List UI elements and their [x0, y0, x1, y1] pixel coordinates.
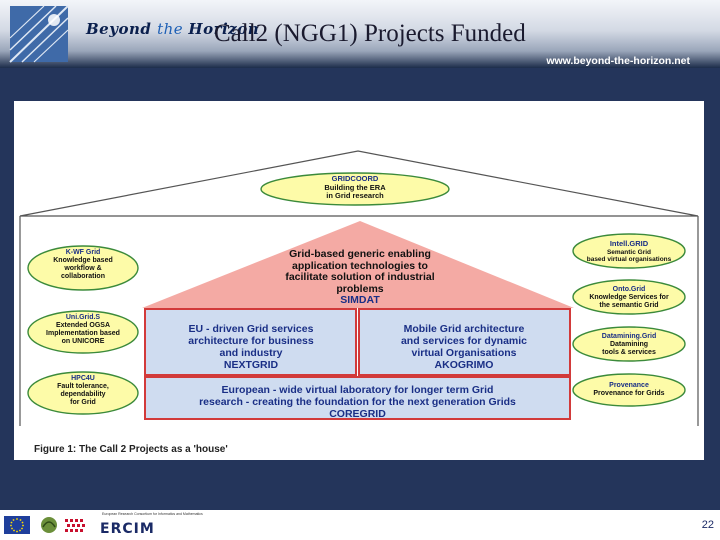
- kwf-grid-name: K-WF Grid: [65, 249, 101, 256]
- akogrimo-name: AKOGRIMO: [434, 359, 494, 372]
- provenance-line: Provenance for Grids: [593, 390, 665, 398]
- page-number: 22: [701, 519, 714, 531]
- pyramid-line: problems: [336, 282, 384, 295]
- ontogrid-name: Onto.Grid: [612, 286, 646, 293]
- coregrid-line: European - wide virtual laboratory for l…: [221, 384, 494, 396]
- gridcoord-line: in Grid research: [326, 191, 384, 201]
- foundation-box: [144, 376, 571, 420]
- hpc4u-line: for Grid: [70, 399, 96, 407]
- provenance-label: Provenance Provenance for Grids: [576, 382, 682, 398]
- partner-logo-icon: [38, 515, 60, 535]
- dataminingrid-name: Datamining.Grid: [601, 333, 657, 340]
- gridcoord-label: GRIDCOORD Building the ERA in Grid resea…: [275, 174, 435, 201]
- eu-flag-icon: [4, 516, 30, 534]
- pyramid-line: facilitate solution of industrial: [285, 271, 435, 284]
- hpc4u-label: HPC4U Fault tolerance, dependability for…: [33, 375, 133, 407]
- simdat-name: SIMDAT: [340, 294, 380, 307]
- kwf-grid-label: K-WF Grid Knowledge based workflow & col…: [33, 249, 133, 281]
- slide-header: Beyond the Horizon Call2 (NGG1) Projects…: [0, 0, 720, 68]
- unigrids-line: Implementation based: [46, 330, 120, 338]
- simdat-label: Grid-based generic enabling application …: [230, 248, 490, 307]
- right-ellipse-3: [572, 326, 686, 362]
- dataminingrid-label: Datamining.Grid Datamining tools & servi…: [576, 333, 682, 357]
- figure-caption: Figure 1: The Call 2 Projects as a 'hous…: [34, 444, 228, 455]
- akogrimo-line: and services for dynamic: [400, 335, 528, 348]
- ercim-wordmark: ERCIM: [100, 521, 155, 537]
- dataminingrid-line: tools & services: [602, 349, 656, 357]
- coregrid-name: COREGRID: [329, 408, 386, 421]
- right-ellipse-2: [572, 279, 686, 315]
- house-diagram: [19, 150, 699, 426]
- right-ellipse-4: [572, 373, 686, 407]
- ontogrid-line: the semantic Grid: [599, 302, 659, 310]
- akogrimo-line: virtual Organisations: [411, 347, 517, 360]
- dataminingrid-line: Datamining: [609, 341, 649, 349]
- slide-title: Call2 (NGG1) Projects Funded: [214, 20, 526, 47]
- unigrids-line: Extended OGSA: [55, 322, 111, 330]
- intelligrid-line: Semantic Grid: [606, 248, 652, 256]
- kwf-grid-line: workflow &: [64, 265, 102, 273]
- roof-top-ellipse: [260, 172, 450, 206]
- left-ellipse-1: [27, 245, 139, 291]
- nextgrid-name: NEXTGRID: [223, 359, 279, 372]
- intelligrid-name: Intell.GRID: [609, 239, 649, 248]
- ontogrid-line: Knowledge Services for: [589, 294, 669, 302]
- pyramid-line: application technologies to: [292, 259, 428, 272]
- pyramid-line: Grid-based generic enabling: [289, 248, 431, 260]
- kwf-grid-line: Knowledge based: [53, 257, 113, 265]
- ercim-logo: European Research Consortium for Informa…: [96, 512, 203, 538]
- ercim-tagline: European Research Consortium for Informa…: [102, 512, 203, 516]
- pyramid-shape: [142, 221, 574, 308]
- gridcoord-name: GRIDCOORD: [331, 174, 379, 183]
- coregrid-line: research - creating the foundation for t…: [199, 396, 516, 409]
- coregrid-label: European - wide virtual laboratory for l…: [150, 384, 565, 420]
- middle-right-box: [358, 308, 571, 376]
- partner-logo-icon: [62, 515, 88, 535]
- nextgrid-line: EU - driven Grid services: [188, 323, 314, 335]
- gridcoord-line: Building the ERA: [324, 182, 386, 192]
- hpc4u-line: Fault tolerance,: [57, 383, 109, 391]
- left-ellipse-3: [27, 371, 139, 415]
- left-ellipse-2: [27, 310, 139, 354]
- website-url[interactable]: www.beyond-the-horizon.net: [546, 55, 690, 67]
- logo-icon: [9, 5, 69, 63]
- hpc4u-line: dependability: [60, 391, 106, 399]
- unigrids-line: on UNICORE: [61, 338, 105, 346]
- nextgrid-line: architecture for business: [188, 335, 314, 348]
- middle-left-box: [144, 308, 357, 376]
- akogrimo-label: Mobile Grid architecture and services fo…: [364, 323, 564, 371]
- intelligrid-label: Intell.GRID Semantic Grid based virtual …: [576, 239, 682, 264]
- slide-footer: European Research Consortium for Informa…: [0, 510, 720, 540]
- intelligrid-line: based virtual organisations: [586, 256, 672, 264]
- hpc4u-name: HPC4U: [71, 375, 95, 382]
- house-figure: GRIDCOORD Building the ERA in Grid resea…: [14, 101, 704, 460]
- nextgrid-label: EU - driven Grid services architecture f…: [151, 323, 351, 371]
- roof-outline: [19, 150, 699, 217]
- brand-name: Beyond the Horizon: [86, 20, 260, 38]
- kwf-grid-line: collaboration: [61, 273, 105, 281]
- nextgrid-line: and industry: [219, 347, 283, 360]
- ontogrid-label: Onto.Grid Knowledge Services for the sem…: [576, 286, 682, 310]
- provenance-name: Provenance: [609, 382, 649, 389]
- unigrids-label: Uni.Grid.S Extended OGSA Implementation …: [33, 314, 133, 346]
- right-ellipse-1: [572, 233, 686, 269]
- akogrimo-line: Mobile Grid architecture: [403, 323, 525, 335]
- unigrids-name: Uni.Grid.S: [65, 314, 101, 321]
